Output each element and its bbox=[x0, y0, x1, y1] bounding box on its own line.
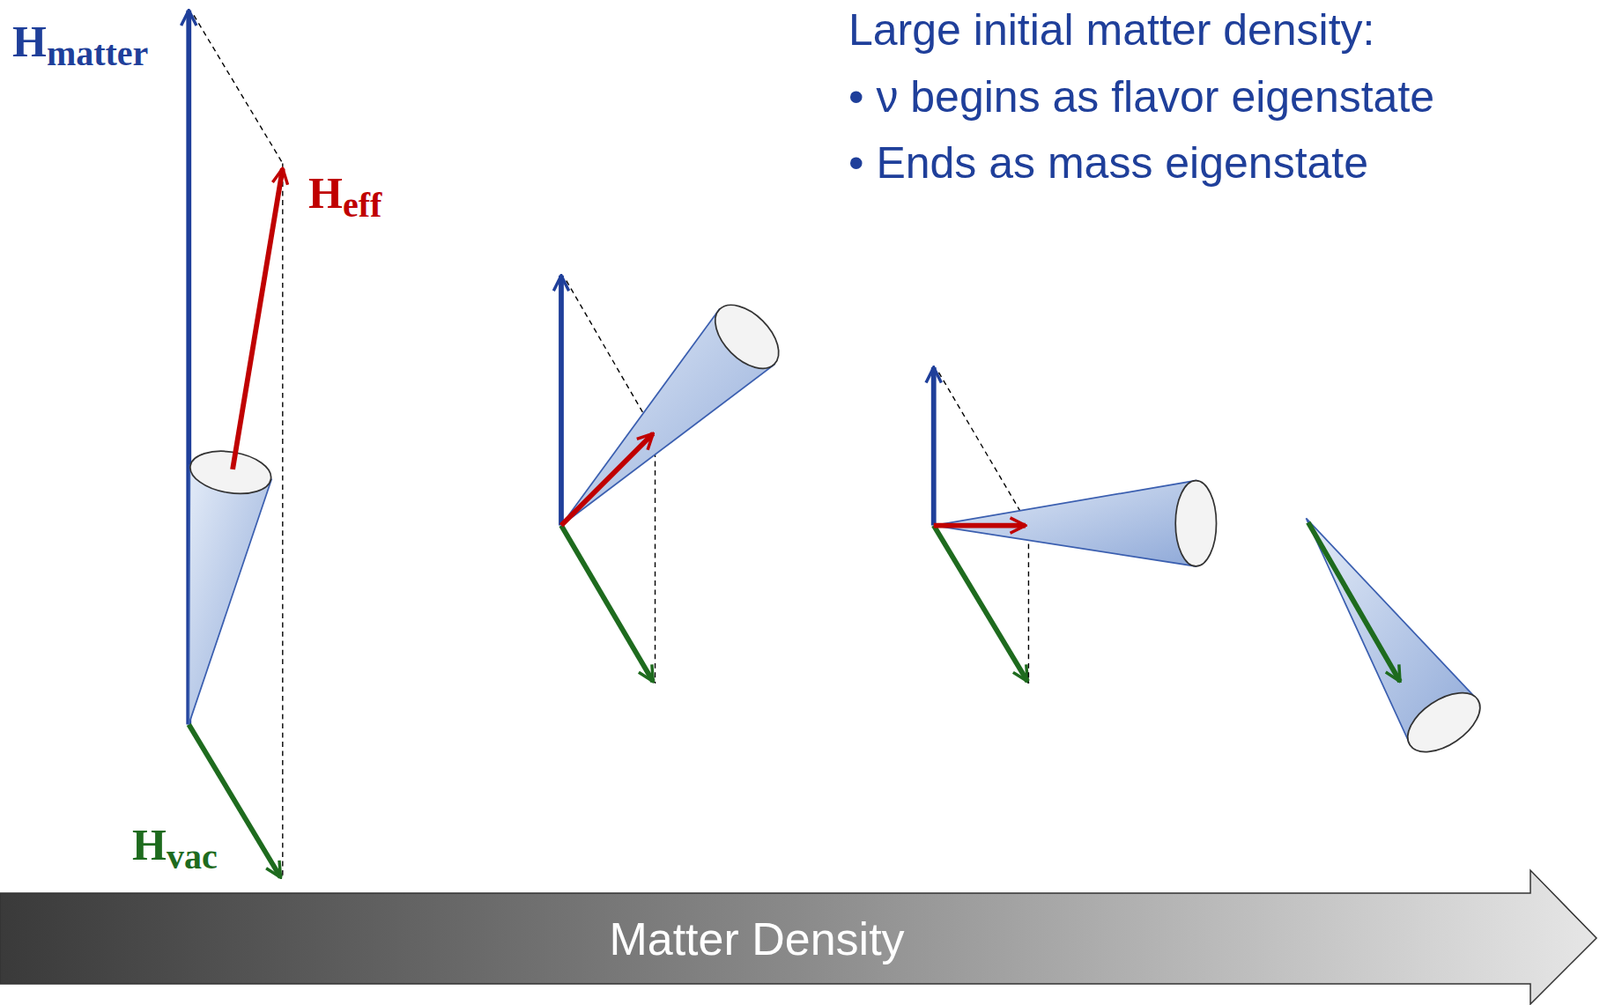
stage-four bbox=[1305, 518, 1490, 764]
stage-two bbox=[561, 275, 791, 684]
vector-subscript: matter bbox=[46, 33, 149, 74]
note-line: Large initial matter density: bbox=[848, 3, 1376, 57]
note-line: • ν begins as flavor eigenstate bbox=[848, 70, 1435, 124]
vector-label: Hvac bbox=[132, 819, 218, 871]
arrow-outline bbox=[0, 870, 1597, 1005]
vector-subscript: vac bbox=[166, 837, 218, 877]
stage-one bbox=[186, 10, 283, 881]
density-arrow: Matter Density bbox=[0, 868, 1600, 1005]
band-label: Matter Density bbox=[608, 912, 904, 966]
vector-label: Hmatter bbox=[12, 15, 149, 67]
stage-three bbox=[933, 367, 1217, 684]
note-line: • Ends as mass eigenstate bbox=[848, 136, 1369, 190]
vector-subscript: eff bbox=[342, 185, 382, 225]
vector-label: Heff bbox=[308, 167, 382, 219]
vector-symbol: H bbox=[308, 168, 343, 218]
vector-symbol: H bbox=[132, 820, 167, 870]
vector-symbol: H bbox=[12, 16, 47, 67]
